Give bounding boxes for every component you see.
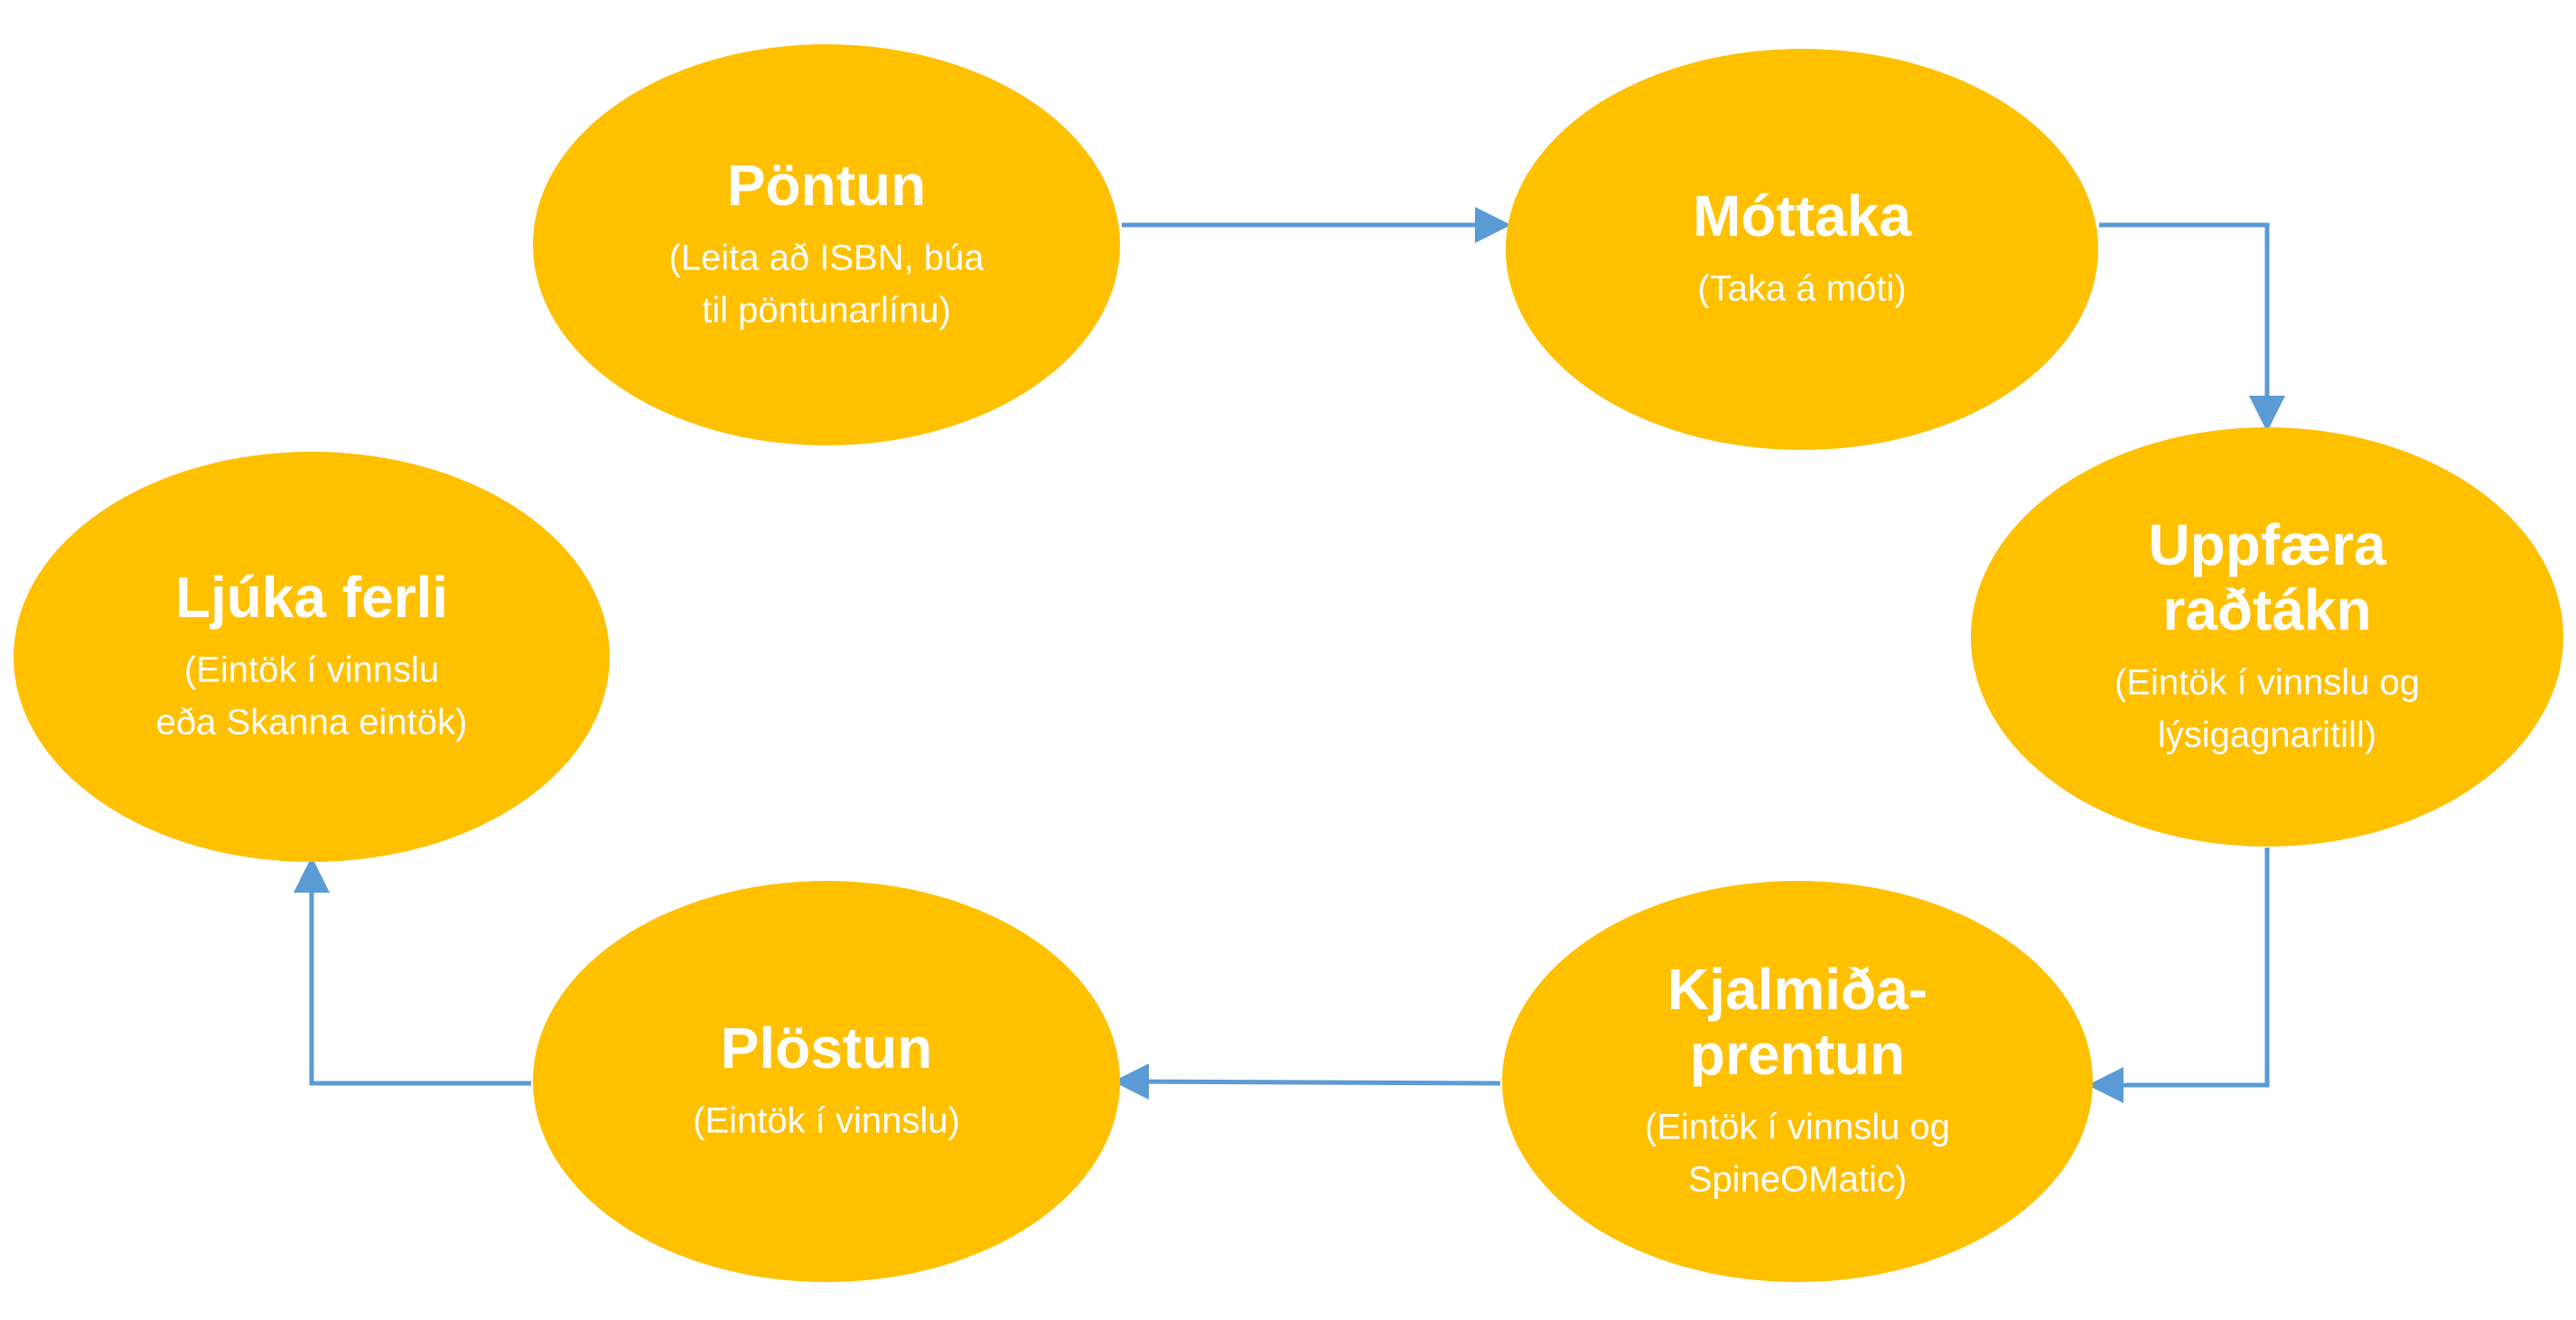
node-title-kjalmida: prentun: [1690, 1022, 1905, 1087]
node-subtitle-pontun: til pöntunarlínu): [702, 291, 951, 331]
node-subtitle-kjalmida: (Eintök í vinnslu og: [1645, 1108, 1950, 1147]
node-subtitle-ljuka: eða Skanna eintök): [156, 703, 468, 743]
node-ellipse-pontun: [533, 44, 1120, 445]
node-subtitle-uppfaera: lýsigagnaritill): [2158, 716, 2376, 755]
node-plostun: Plöstun (Eintök í vinnslu): [533, 881, 1120, 1282]
node-subtitle-ljuka: (Eintök í vinnslu: [184, 651, 439, 690]
node-ljuka: Ljúka ferli (Eintök í vinnslu eða Skanna e…: [14, 452, 610, 862]
connectors: [294, 207, 2285, 1103]
node-kjalmida: Kjalmiða-prentun (Eintök í vinnslu og Spin…: [1502, 881, 2093, 1282]
node-title-pontun: Pöntun: [727, 153, 926, 218]
node-subtitle-uppfaera: (Eintök í vinnslu og: [2114, 663, 2420, 703]
arrow-uppfaera-to-kjalmida: [2087, 847, 2270, 1103]
node-subtitle-kjalmida: SpineOMatic): [1688, 1160, 1907, 1200]
node-ellipse-uppfaera: [1971, 427, 2563, 847]
node-ellipse-kjalmida: [1502, 881, 2093, 1282]
node-title-ljuka: Ljúka ferli: [175, 565, 448, 630]
node-subtitle-mottaka: (Taka á móti): [1697, 269, 1906, 309]
node-ellipse-mottaka: [1506, 49, 2098, 450]
node-title-uppfaera: raðtákn: [2162, 577, 2371, 642]
node-subtitle-pontun: (Leita að ISBN, búa: [668, 239, 985, 278]
node-ellipse-ljuka: [14, 452, 610, 862]
node-ellipse-plostun: [533, 881, 1120, 1282]
node-title-kjalmida: Kjalmiða-: [1667, 957, 1927, 1022]
node-subtitle-plostun: (Eintök í vinnslu): [693, 1101, 960, 1141]
node-title-plostun: Plöstun: [721, 1016, 933, 1081]
arrow-mottaka-to-uppfaera: [2099, 222, 2285, 432]
process-nodes: Pöntun (Leita að ISBN, búa til pöntunarlín…: [14, 44, 2563, 1282]
node-pontun: Pöntun (Leita að ISBN, búa til pöntunarlín…: [533, 44, 1120, 445]
node-title-mottaka: Móttaka: [1693, 183, 1911, 248]
node-mottaka: Móttaka (Taka á móti): [1506, 49, 2098, 450]
node-title-uppfaera: Uppfæra: [2148, 512, 2386, 577]
arrow-kjalmida-to-plostun: [1113, 1063, 1501, 1100]
arrow-plostun-to-ljuka: [294, 857, 531, 1086]
